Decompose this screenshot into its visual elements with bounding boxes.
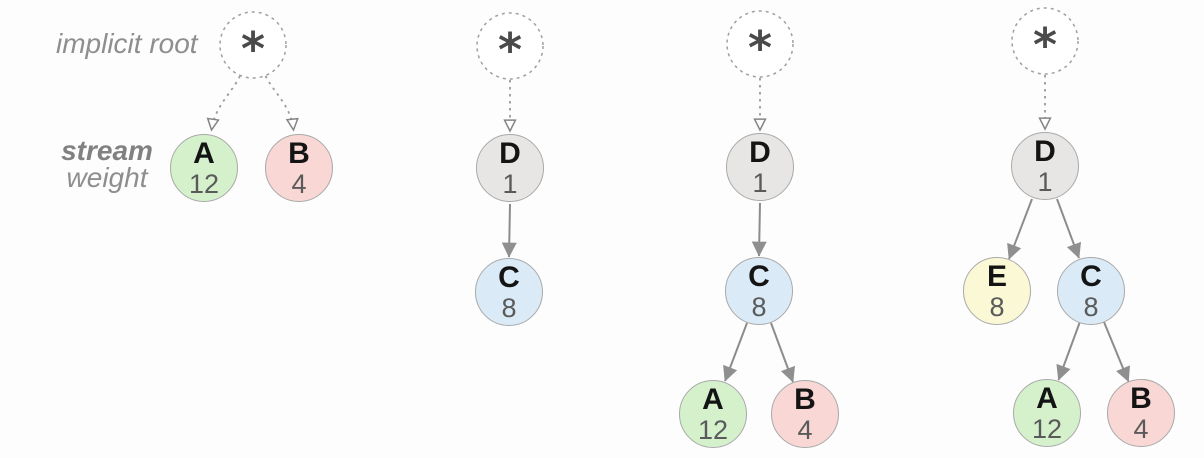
edge-root-b-tree1 <box>264 75 294 130</box>
edge-c-b-tree3 <box>770 322 796 383</box>
node-weight: 12 <box>697 415 729 445</box>
node-weight: 12 <box>188 169 220 199</box>
implicit-root-circle-1 <box>219 11 287 79</box>
node-a-tree4: A 12 <box>1013 379 1081 447</box>
node-letter: A <box>1036 382 1058 415</box>
implicit-root-circle-2 <box>476 12 544 80</box>
implicit-root-label: implicit root <box>56 28 198 59</box>
node-a-tree3: A 12 <box>679 380 747 448</box>
stream-weight-label: stream weight <box>51 135 163 193</box>
node-letter: B <box>288 137 310 170</box>
node-letter: C <box>1080 260 1102 293</box>
node-letter: A <box>193 137 215 170</box>
node-letter: D <box>1034 135 1056 168</box>
node-weight: 8 <box>1083 292 1099 322</box>
edge-d-c-tree4 <box>1056 198 1082 259</box>
edge-d-e-tree4 <box>1007 198 1033 260</box>
node-weight: 4 <box>1133 414 1149 444</box>
stream-label: stream <box>61 135 153 166</box>
node-weight: 12 <box>1031 414 1063 444</box>
edge-d-c-tree2 <box>501 203 517 258</box>
node-c-tree2: C 8 <box>475 258 543 326</box>
edge-d-c-tree3 <box>751 202 767 257</box>
node-letter: D <box>749 136 771 169</box>
node-d-tree4: D 1 <box>1011 132 1079 200</box>
node-weight: 8 <box>751 292 767 322</box>
asterisk-tree2: * <box>497 23 523 77</box>
node-b-tree4: B 4 <box>1107 379 1175 447</box>
node-a-tree1: A 12 <box>170 134 238 202</box>
node-weight: 4 <box>797 415 813 445</box>
asterisk-tree1: * <box>240 22 266 76</box>
implicit-root-circle-4 <box>1011 7 1079 75</box>
node-d-tree3: D 1 <box>726 133 794 201</box>
node-b-tree3: B 4 <box>771 380 839 448</box>
node-weight: 8 <box>989 292 1005 322</box>
node-c-tree4: C 8 <box>1057 257 1125 325</box>
node-weight: 4 <box>291 169 307 199</box>
node-letter: C <box>498 261 520 294</box>
asterisk-tree3: * <box>747 21 773 75</box>
node-letter: A <box>702 383 724 416</box>
node-letter: E <box>986 260 1007 293</box>
node-weight: 1 <box>752 168 768 198</box>
node-weight: 8 <box>501 293 517 323</box>
edge-c-b-tree4 <box>1103 321 1130 383</box>
asterisk-tree4: * <box>1032 18 1058 72</box>
node-c-tree3: C 8 <box>725 257 793 325</box>
node-e-tree4: E 8 <box>963 257 1031 325</box>
node-d-tree2: D 1 <box>476 134 544 202</box>
node-weight: 1 <box>502 169 518 199</box>
node-letter: B <box>794 383 816 416</box>
implicit-root-circle-3 <box>726 10 794 78</box>
edge-root-a-tree1 <box>212 75 241 130</box>
node-letter: D <box>499 137 521 170</box>
node-b-tree1: B 4 <box>265 134 333 202</box>
edge-c-a-tree3 <box>723 322 748 382</box>
node-letter: C <box>748 260 770 293</box>
weight-label: weight <box>66 162 148 193</box>
edge-c-a-tree4 <box>1056 322 1081 381</box>
node-letter: B <box>1130 382 1152 415</box>
node-weight: 1 <box>1037 167 1053 197</box>
